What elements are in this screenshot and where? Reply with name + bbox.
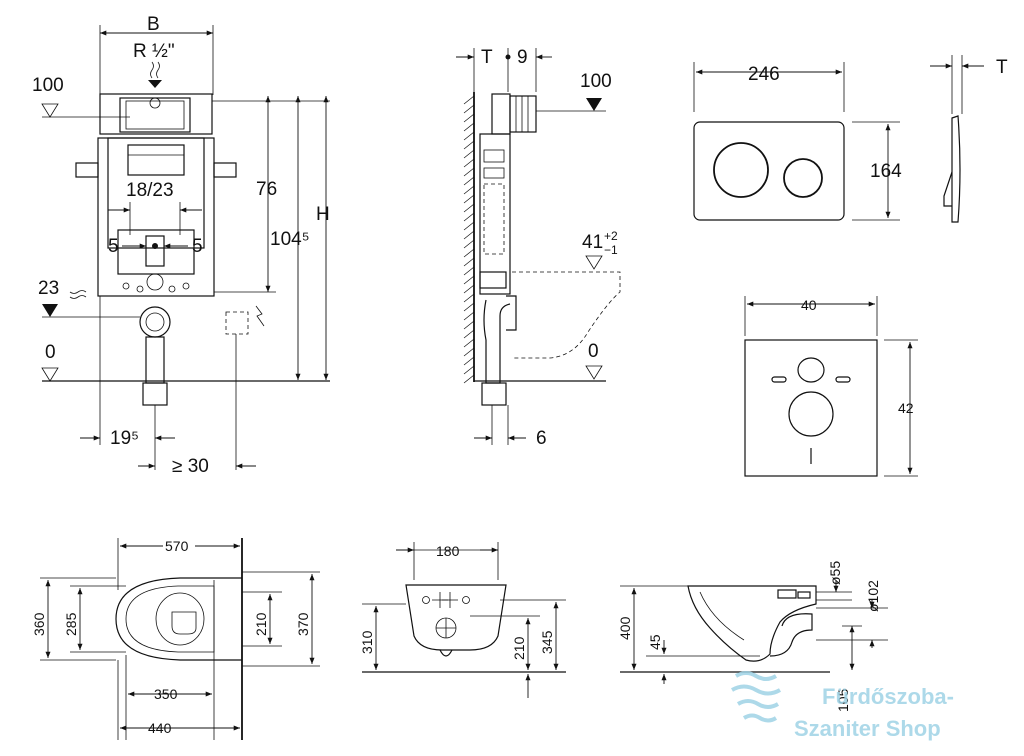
wall-hatch-line — [463, 266, 475, 276]
wall-hatch-line — [463, 311, 475, 321]
label-360: 360 — [31, 612, 47, 636]
label-side-level-100: 100 — [580, 71, 612, 92]
label-18-23: 18/23 — [126, 180, 174, 201]
watermark-line1: Fürdőszoba- — [822, 684, 954, 709]
label-310: 310 — [359, 630, 375, 654]
frame-side-view: T 9 100 41 +2 −1 0 6 — [456, 47, 621, 449]
gasket-view: 40 42 — [744, 296, 918, 477]
label-400: 400 — [617, 616, 633, 640]
wall-hatch-line — [463, 158, 475, 168]
wall-hatch-line — [463, 149, 475, 159]
label-350: 350 — [154, 686, 178, 702]
toilet-rear-view: 180 310 210 345 — [359, 542, 566, 698]
wall-hatch-line — [463, 356, 475, 366]
label-b: B — [147, 14, 160, 35]
wall-hatch-line — [463, 320, 475, 330]
label-105: 105 — [835, 688, 851, 712]
watermark-line2: Szaniter Shop — [794, 716, 941, 741]
label-210-rear: 210 — [511, 636, 527, 660]
label-41-tol-plus: +2 — [604, 229, 618, 243]
label-164: 164 — [870, 161, 902, 182]
wall-hatch-line — [463, 365, 475, 375]
label-370: 370 — [295, 612, 311, 636]
label-345: 345 — [539, 630, 555, 654]
label-d102: ø102 — [865, 580, 881, 612]
toilet-side-view: 400 45 ø55 ø102 105 — [617, 561, 888, 712]
label-76: 76 — [256, 179, 277, 200]
wall-hatch-line — [463, 293, 475, 303]
frame-front-view: B R ½" 100 18/23 5 5 — [32, 14, 330, 477]
label-level-23: 23 — [38, 278, 59, 299]
wall-hatch-line — [463, 104, 475, 114]
label-570: 570 — [165, 538, 189, 554]
wall-hatch-line — [463, 284, 475, 294]
label-nine: 9 — [517, 47, 528, 68]
wall-hatch-line — [463, 176, 475, 186]
label-5-right: 5 — [192, 236, 203, 257]
wall-hatch-line — [463, 221, 475, 231]
toilet-top-view: 570 360 285 210 370 350 440 — [31, 537, 320, 740]
wall-hatch-line — [463, 131, 475, 141]
label-d55: ø55 — [827, 561, 843, 585]
label-42: 42 — [898, 400, 914, 416]
wall-hatch-line — [463, 374, 475, 384]
label-min-30: ≥ 30 — [172, 456, 209, 477]
wall-hatch-line — [463, 122, 475, 132]
wall-hatch-line — [463, 302, 475, 312]
label-41-tol-minus: −1 — [604, 243, 618, 257]
label-440: 440 — [148, 720, 172, 736]
label-19-5: 19⁵ — [110, 428, 139, 449]
wall-hatch-line — [463, 329, 475, 339]
wall-hatch-line — [463, 140, 475, 150]
wall-hatch-line — [463, 248, 475, 258]
label-side-level-0: 0 — [588, 341, 599, 362]
wall-hatch-line — [463, 239, 475, 249]
wall-hatch-line — [463, 95, 475, 105]
label-level-100: 100 — [32, 75, 64, 96]
wall-hatch-line — [463, 257, 475, 267]
label-5-left: 5 — [108, 236, 119, 257]
label-thread: R ½" — [133, 41, 175, 62]
wall-hatch-line — [463, 338, 475, 348]
wall-hatch-line — [463, 167, 475, 177]
label-h: H — [316, 204, 330, 225]
label-180: 180 — [436, 543, 460, 559]
watermark-logo: Fürdőszoba- Szaniter Shop — [730, 671, 954, 741]
wall-hatch-line — [463, 347, 475, 357]
label-246: 246 — [748, 64, 780, 85]
label-41: 41 — [582, 232, 603, 253]
wall-hatch-line — [463, 194, 475, 204]
flush-plate-view: 246 164 T — [693, 55, 1008, 223]
label-40: 40 — [801, 297, 817, 313]
wall-hatch-line — [463, 212, 475, 222]
label-45: 45 — [647, 634, 663, 650]
wall-hatch-line — [463, 113, 475, 123]
wall-hatch-line — [463, 275, 475, 285]
label-104-5: 104⁵ — [270, 229, 310, 250]
label-285: 285 — [63, 612, 79, 636]
label-6: 6 — [536, 428, 547, 449]
label-210-top: 210 — [253, 612, 269, 636]
wall-hatch-line — [463, 185, 475, 195]
label-t-plate: T — [996, 57, 1008, 78]
wall-hatch-line — [463, 203, 475, 213]
label-t-side: T — [481, 47, 493, 68]
wall-hatch-line — [463, 230, 475, 240]
label-level-0: 0 — [45, 342, 56, 363]
